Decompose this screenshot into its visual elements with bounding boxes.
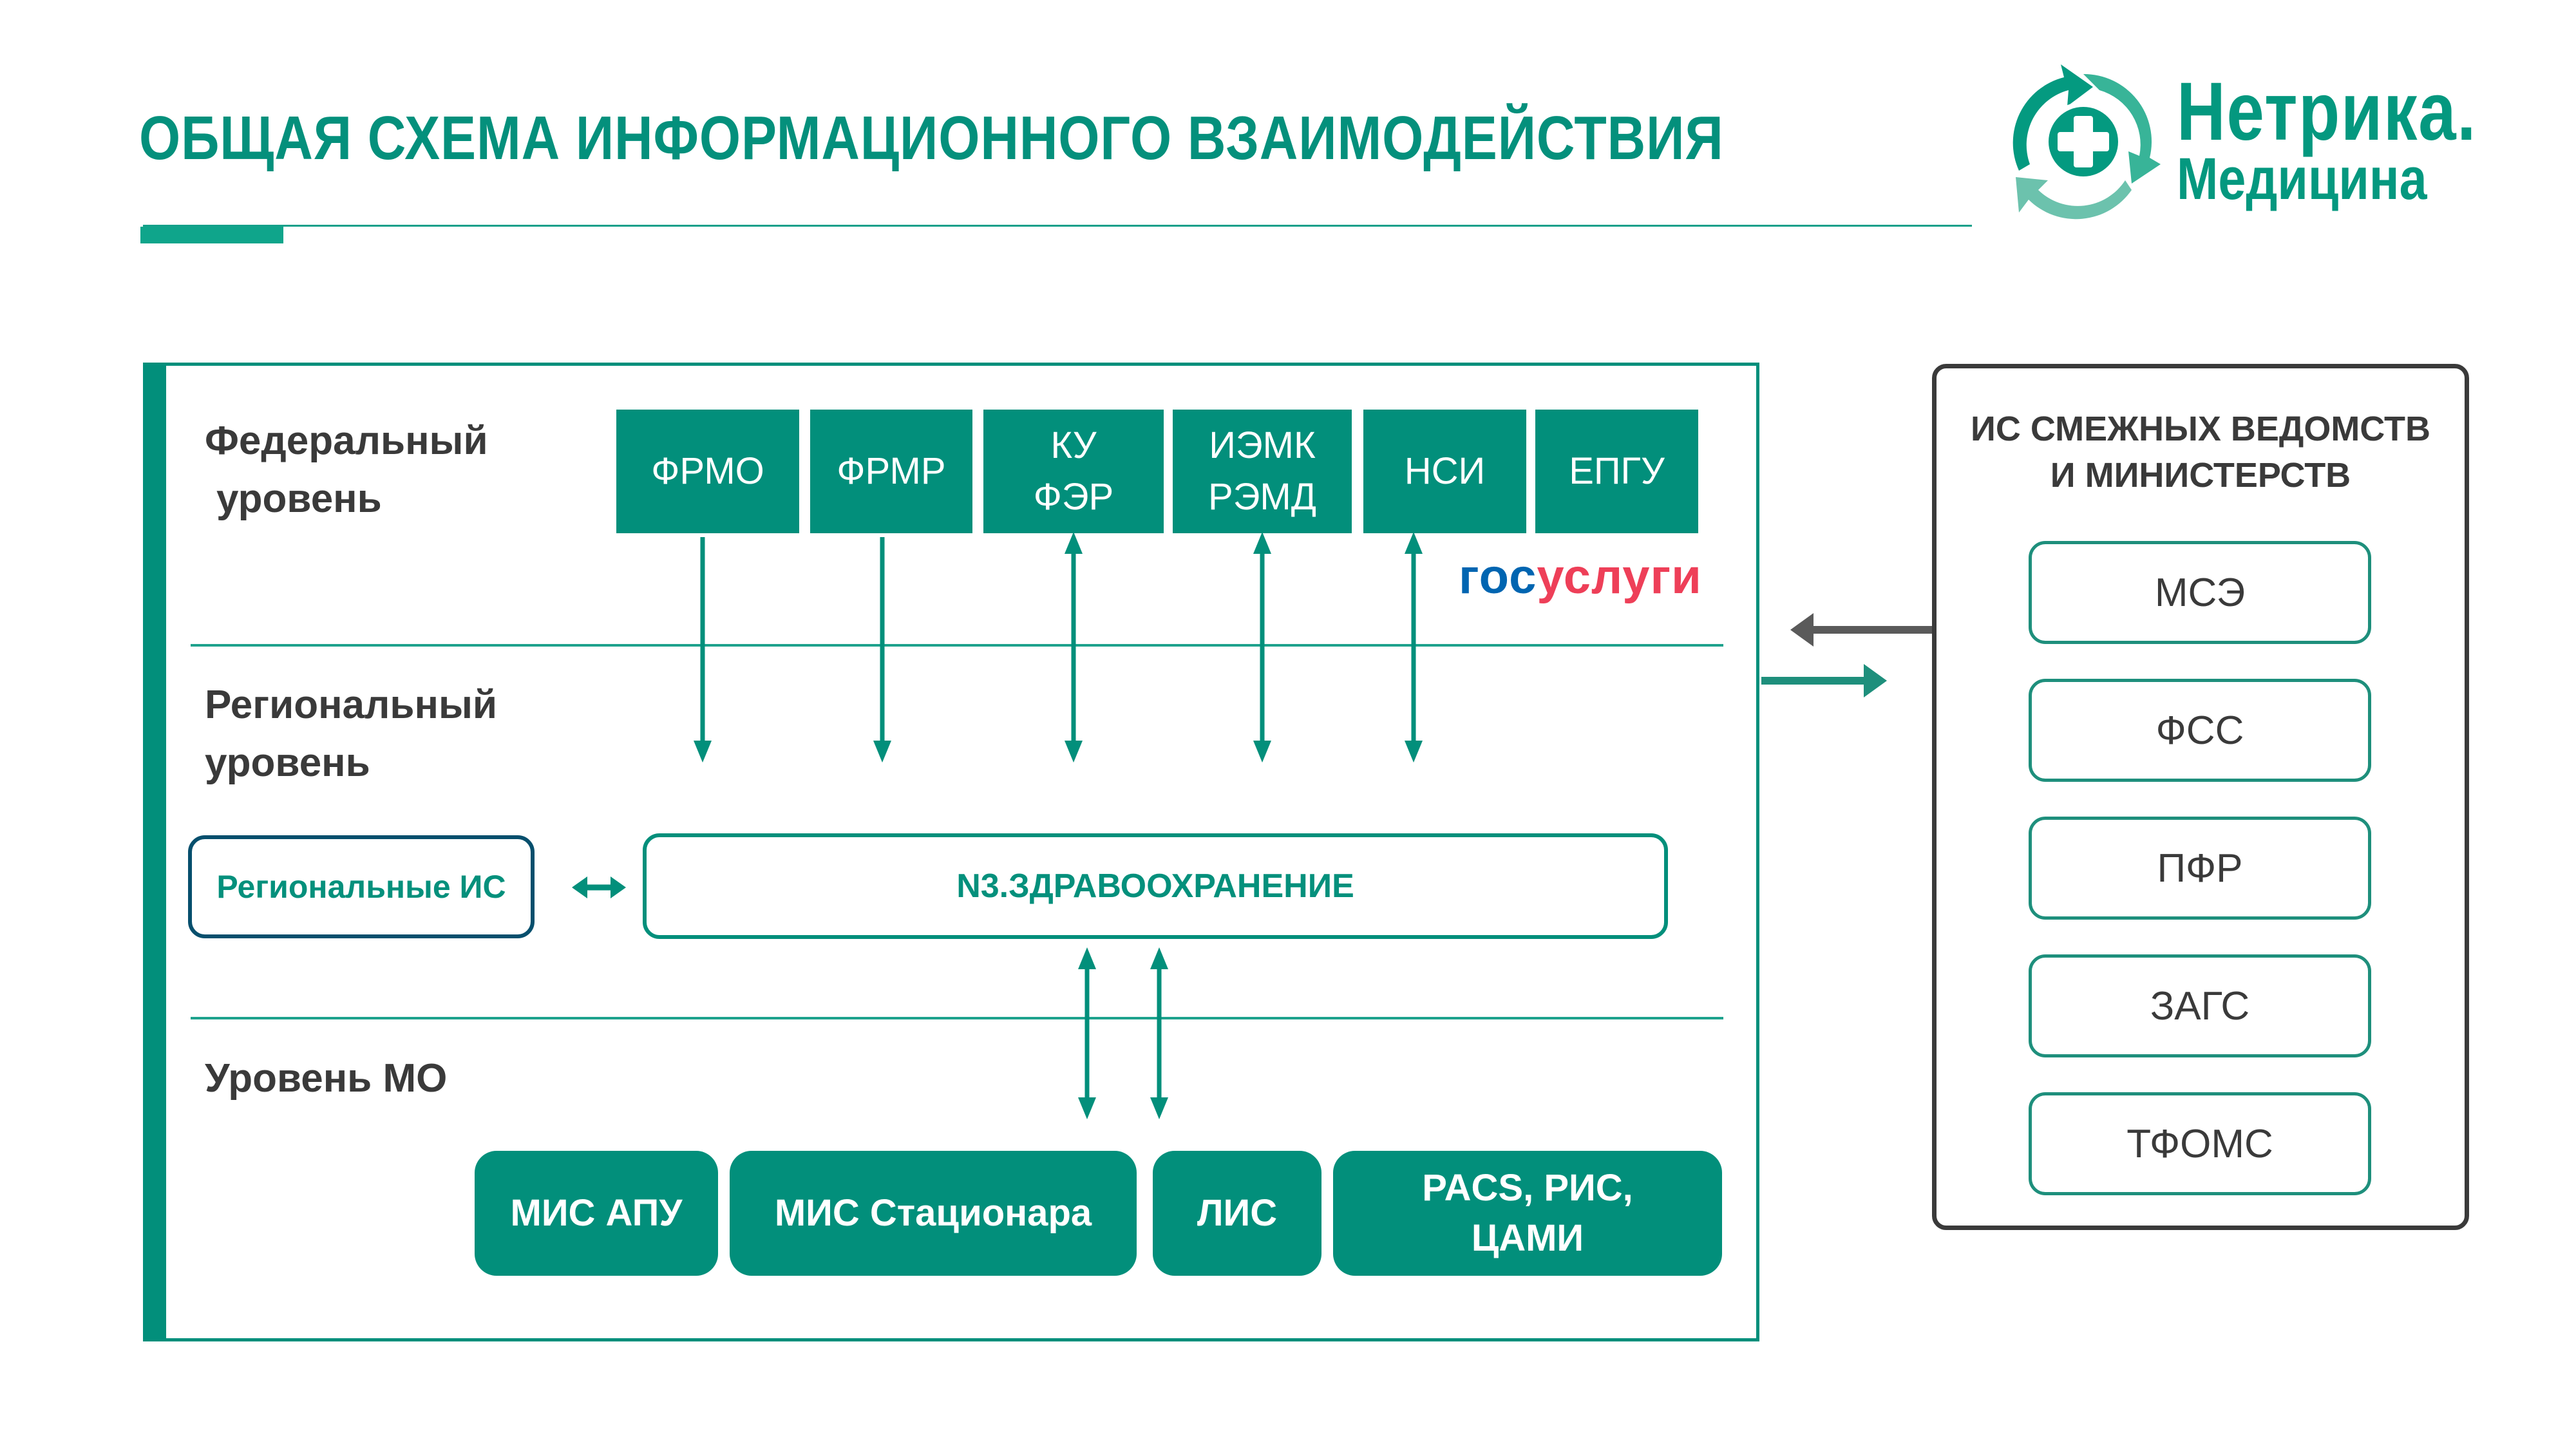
- level-divider-regional-mo: [191, 1017, 1723, 1019]
- logo-text-netrika: Нетрика.: [2177, 66, 2477, 158]
- external-item-mse[interactable]: МСЭ: [2029, 541, 2371, 644]
- recycle-medical-cross-icon: [2012, 64, 2161, 220]
- mo-level-label: Уровень МО: [205, 1056, 448, 1101]
- title-underline: [143, 225, 1972, 227]
- federal-level-label: Федеральный уровень: [205, 419, 488, 521]
- logo-text-medicina: Медицина: [2177, 146, 2427, 212]
- external-arrow-in-head: [1790, 613, 1814, 647]
- federal-system-frmo[interactable]: ФРМО: [616, 410, 799, 533]
- external-item-tfoms[interactable]: ТФОМС: [2029, 1092, 2371, 1195]
- federal-system-nsi[interactable]: НСИ: [1363, 410, 1526, 533]
- regional-is-box[interactable]: Региональные ИС: [188, 835, 535, 938]
- federal-system-frmr[interactable]: ФРМР: [810, 410, 972, 533]
- mo-system-lis[interactable]: ЛИС: [1153, 1151, 1321, 1276]
- external-item-fss[interactable]: ФСС: [2029, 679, 2371, 782]
- n3-healthcare-hub[interactable]: N3.ЗДРАВООХРАНЕНИЕ: [643, 833, 1668, 939]
- external-systems-title: ИС СМЕЖНЫХ ВЕДОМСТВ И МИНИСТЕРСТВ: [1971, 410, 2430, 495]
- page-title: ОБЩАЯ СХЕМА ИНФОРМАЦИОННОГО ВЗАИМОДЕЙСТВ…: [139, 104, 1724, 173]
- mo-system-mis-stacionar[interactable]: МИС Стационара: [730, 1151, 1137, 1276]
- mo-system-mis-apu[interactable]: МИС АПУ: [475, 1151, 718, 1276]
- gosuslugi-logo: госуслуги: [1459, 549, 1702, 604]
- regional-level-label: Региональный уровень: [205, 683, 498, 785]
- federal-system-epgu[interactable]: ЕПГУ: [1535, 410, 1698, 533]
- external-systems-frame: [1932, 364, 2469, 1230]
- main-frame-accent-bar: [143, 363, 166, 1341]
- external-item-pfr[interactable]: ПФР: [2029, 817, 2371, 920]
- mo-system-pacs-ris-cami[interactable]: PACS, РИС,ЦАМИ: [1333, 1151, 1722, 1276]
- title-accent-bar: [140, 227, 283, 243]
- external-arrow-out-head: [1864, 664, 1887, 697]
- external-item-zags[interactable]: ЗАГС: [2029, 954, 2371, 1057]
- level-divider-federal-regional: [191, 644, 1723, 647]
